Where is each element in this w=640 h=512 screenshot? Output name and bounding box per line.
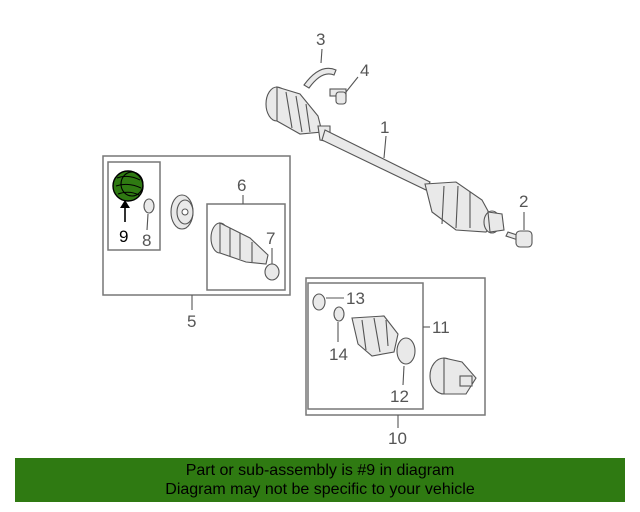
part-info-banner: Part or sub-assembly is #9 in diagram Di… — [15, 458, 625, 502]
ring-13 — [312, 293, 326, 311]
parts-diagram: 3 4 1 2 6 7 8 9 5 13 11 14 12 10 — [102, 30, 533, 448]
banner-line-2: Diagram may not be specific to your vehi… — [165, 481, 475, 498]
callout-13: 13 — [346, 289, 365, 308]
callout-1: 1 — [380, 118, 389, 137]
ring-8 — [143, 198, 155, 214]
callout-4: 4 — [360, 61, 369, 80]
ring-7 — [264, 263, 280, 281]
banner-line-1: Part or sub-assembly is #9 in diagram — [185, 462, 455, 479]
callout-11: 11 — [432, 318, 450, 337]
callout-5: 5 — [187, 312, 196, 331]
ring-14 — [333, 306, 345, 322]
leader-lines — [120, 48, 525, 428]
ring-12 — [396, 337, 416, 365]
assembly-box-5 — [102, 155, 291, 296]
drive-axle-shaft — [265, 86, 505, 234]
callout-10: 10 — [388, 429, 407, 448]
callout-14: 14 — [329, 345, 348, 364]
callout-12: 12 — [390, 387, 409, 406]
assembly-box-9-8 — [107, 161, 161, 251]
highlighted-part-9 — [112, 170, 144, 202]
bolt-2 — [505, 230, 533, 248]
callout-7: 7 — [266, 229, 275, 248]
callout-9: 9 — [119, 227, 128, 246]
callout-2: 2 — [519, 192, 528, 211]
callout-3: 3 — [316, 30, 325, 49]
cv-joint-10 — [429, 357, 477, 395]
assembly-box-11 — [307, 282, 424, 410]
flange-5 — [170, 194, 194, 230]
bolt-4 — [329, 88, 347, 105]
assembly-box-10 — [305, 277, 486, 416]
boot-6 — [210, 222, 269, 265]
callout-8: 8 — [142, 231, 151, 250]
boot-11 — [351, 315, 399, 357]
assembly-box-6 — [206, 203, 286, 291]
retaining-clip — [303, 67, 337, 89]
callout-6: 6 — [237, 176, 246, 195]
